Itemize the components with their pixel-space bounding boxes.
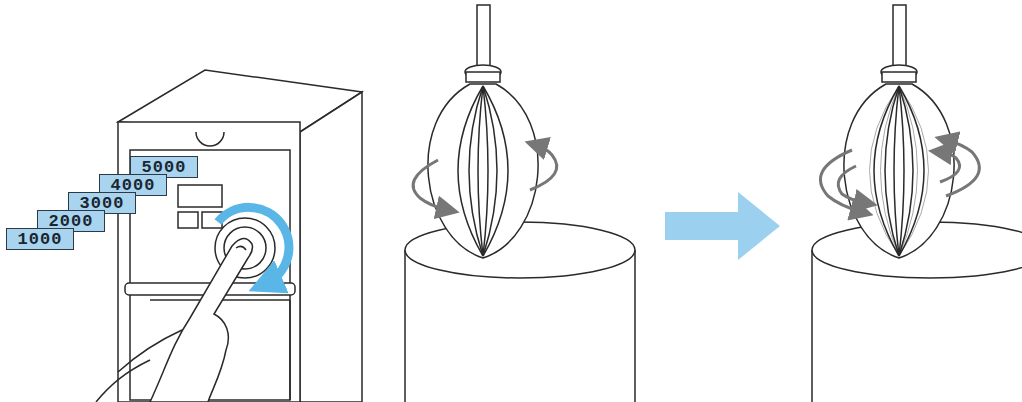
rotation-arrows bbox=[820, 140, 979, 212]
rotation-arrows bbox=[413, 145, 557, 210]
stirrer-head bbox=[428, 5, 538, 258]
controller-unit bbox=[118, 70, 362, 402]
container bbox=[405, 222, 635, 402]
hand bbox=[96, 238, 253, 402]
transition-arrow bbox=[665, 192, 780, 260]
stirrer-head bbox=[844, 5, 954, 258]
speed-value: 1000 bbox=[18, 230, 63, 249]
speed-display: 1000 bbox=[6, 228, 74, 250]
